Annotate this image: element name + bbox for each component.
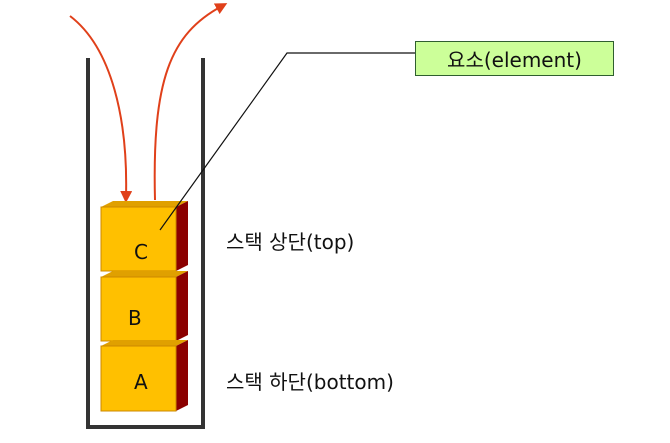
block-b-front-face [100, 276, 177, 342]
stack-top-label: 스택 상단(top) [226, 230, 355, 254]
block-c-label: C [134, 240, 148, 264]
pop-arrow [153, 3, 228, 201]
stack-block-a: A [100, 340, 188, 412]
stack-container [86, 58, 205, 429]
element-callout-box: 요소(element) [415, 41, 614, 76]
stack-block-b: B [100, 271, 188, 342]
block-a-top-face [101, 340, 188, 346]
block-b-label: B [128, 306, 142, 330]
block-c-front-face [100, 206, 177, 272]
element-callout-text: 요소(element) [447, 48, 582, 72]
block-a-front-face [100, 345, 177, 412]
block-b-top-face [101, 271, 188, 277]
stack-bottom-label: 스택 하단(bottom) [226, 370, 394, 394]
block-c-top-face [101, 201, 188, 207]
push-arrow [69, 15, 133, 203]
block-a-side-face [176, 340, 188, 411]
block-b-side-face [176, 271, 188, 341]
block-c-side-face [176, 201, 188, 271]
block-a-label: A [134, 370, 148, 394]
stack-block-c: C [100, 201, 188, 272]
callout-leader-line [159, 52, 415, 231]
